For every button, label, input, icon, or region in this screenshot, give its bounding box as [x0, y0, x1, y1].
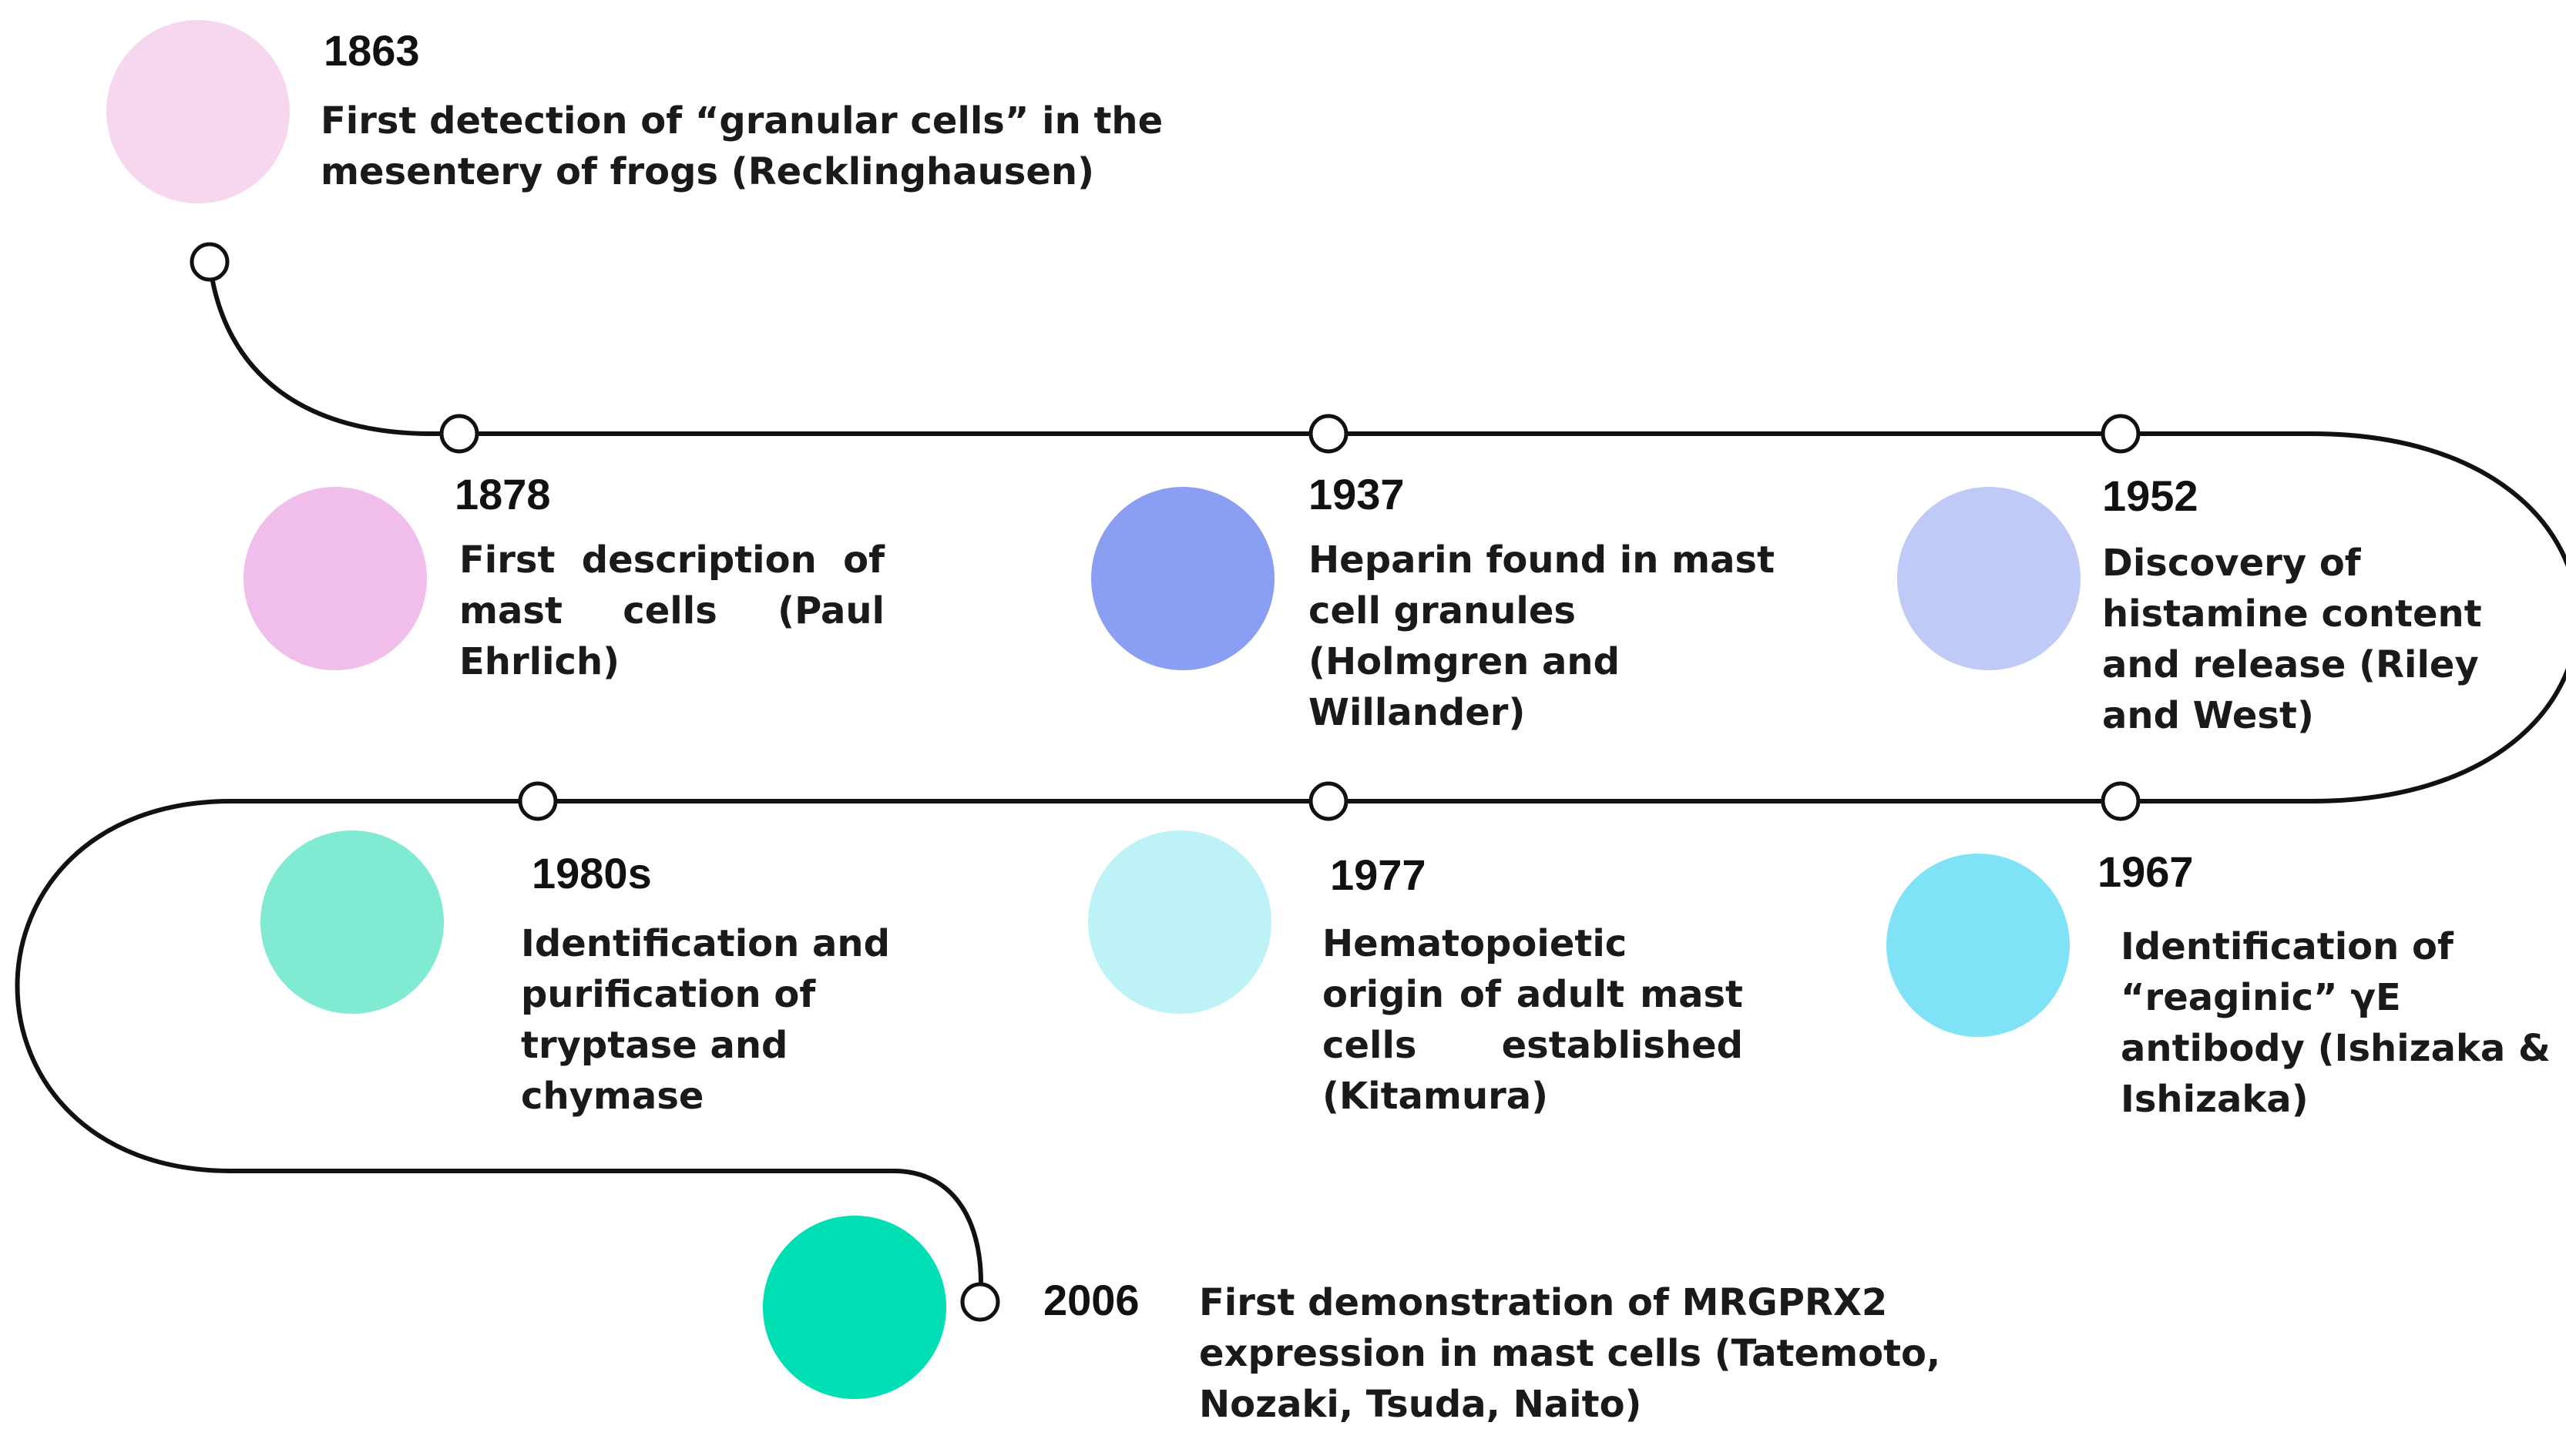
event-year-1967: 1967	[2097, 847, 2194, 896]
timeline-node-1980s	[518, 781, 558, 821]
timeline-node-1967	[2101, 781, 2141, 821]
event-description-1980s: Identification and purification of trypt…	[521, 922, 890, 1118]
timeline-path	[15, 261, 2566, 1303]
event-year-1863: 1863	[324, 26, 420, 75]
event-year-1952: 1952	[2102, 471, 2198, 520]
event-description-2006: First demonstration of MRGPRX2 expressio…	[1199, 1281, 1941, 1426]
event-circle-1980s	[260, 830, 444, 1014]
event-description-1937: Heparin found in mast cell granules (Hol…	[1308, 538, 1775, 734]
event-description-1863-text: First detection of “granular cells” in t…	[321, 99, 1164, 193]
event-circle-1937	[1091, 487, 1275, 670]
event-description-1977: Hematopoietic origin of adult mast cells…	[1322, 922, 1743, 1118]
event-description-1967: Identification of “reaginic” γE antibody…	[2121, 925, 2551, 1121]
event-year-1937: 1937	[1308, 470, 1405, 518]
timeline-node-2006	[960, 1282, 1000, 1322]
event-description-1952: Discovery of histamine content and relea…	[2102, 542, 2482, 737]
event-year-1878: 1878	[455, 470, 551, 518]
event-circle-1878	[244, 487, 427, 670]
event-circle-2006	[763, 1216, 946, 1399]
event-year-1977: 1977	[1330, 850, 1426, 899]
timeline-node-1937	[1308, 414, 1348, 454]
timeline-node-1878	[439, 414, 479, 454]
event-description-1863: First detection of “granular cells” in t…	[321, 96, 1168, 197]
event-description-1878: First description of mast cells (Paul Eh…	[459, 538, 885, 683]
event-circle-1952	[1897, 487, 2081, 670]
event-circle-1977	[1088, 830, 1271, 1014]
timeline-node-1952	[2101, 414, 2141, 454]
event-year-2006: 2006	[1043, 1276, 1140, 1324]
timeline-node-1863	[190, 242, 230, 282]
event-circle-1967	[1886, 854, 2070, 1037]
timeline-node-1977	[1308, 781, 1348, 821]
event-circle-1863	[106, 20, 290, 203]
event-year-1980s: 1980s	[532, 849, 652, 897]
